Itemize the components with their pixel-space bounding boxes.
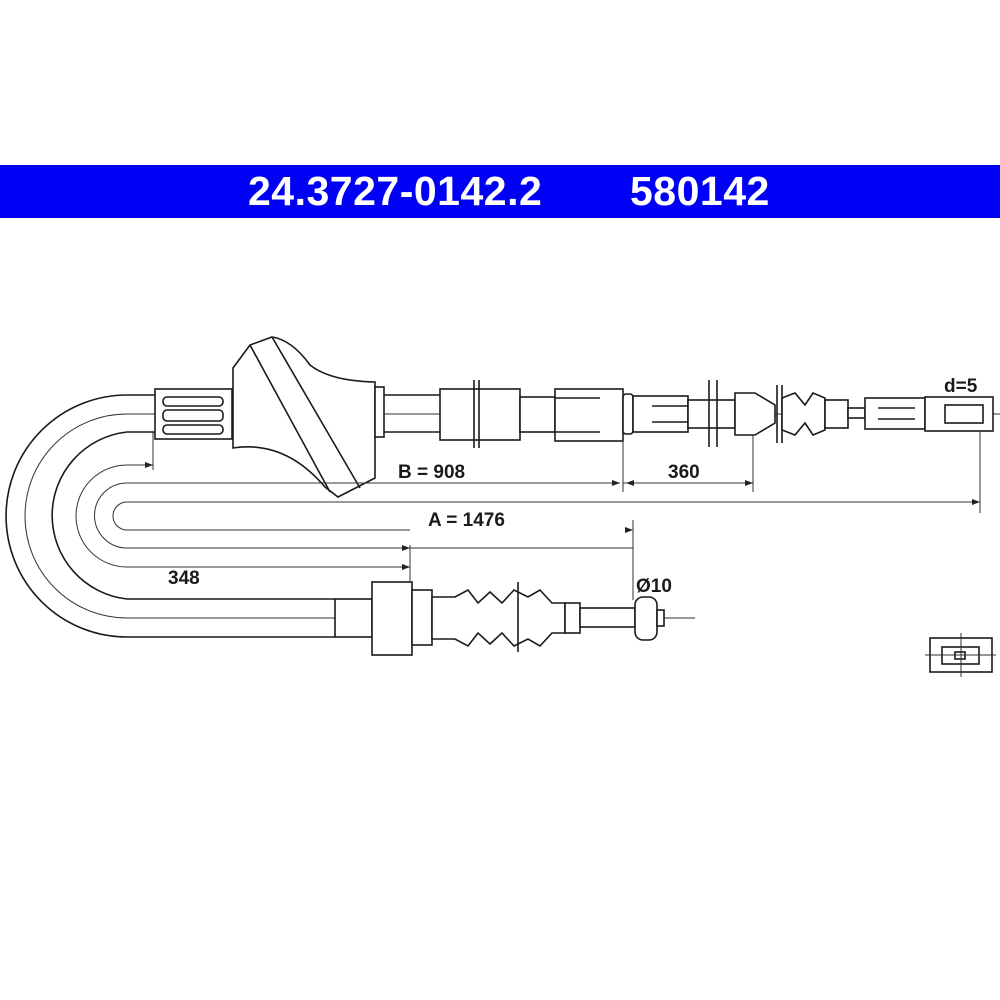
end-view-symbol-icon xyxy=(925,633,996,677)
ball-diameter-label: Ø10 xyxy=(636,576,672,597)
dimension-348-label: 348 xyxy=(168,568,200,589)
dimension-b-label: B = 908 xyxy=(398,462,465,483)
rubber-boot xyxy=(232,336,385,498)
part-number: 24.3727-0142.2 xyxy=(248,168,543,214)
dimension-360-label: 360 xyxy=(668,462,700,483)
title-band: 24.3727-0142.2 580142 xyxy=(0,165,1000,218)
upper-cable-run xyxy=(384,380,1000,448)
dimension-a-label: A = 1476 xyxy=(428,510,505,531)
cable-sheath xyxy=(5,394,335,638)
ball-end xyxy=(634,596,658,641)
lower-fitting xyxy=(334,581,695,656)
eye-end xyxy=(924,396,994,432)
eye-diameter-label: d=5 xyxy=(944,376,978,397)
reference-number: 580142 xyxy=(630,168,770,214)
top-hex-fitting xyxy=(154,388,233,440)
dimension-lines xyxy=(75,432,981,600)
